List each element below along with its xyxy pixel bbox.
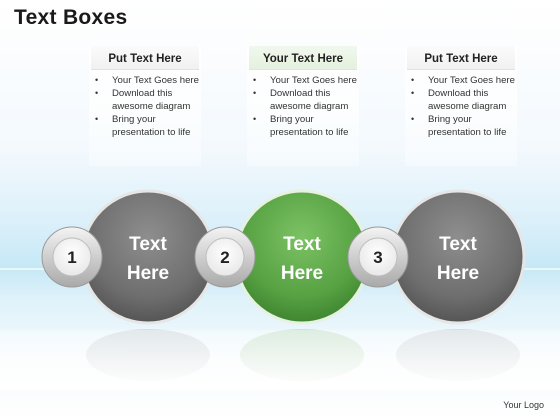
number-badge-2: 2 (194, 226, 256, 288)
bullet-item: •Your Text Goes here (95, 75, 199, 86)
bullet-icon: • (95, 114, 99, 124)
bullet-icon: • (253, 88, 257, 98)
circle-label-line2: Here (281, 263, 323, 284)
circle-label-line1: Text (439, 234, 477, 255)
text-box-2: Your Text Here •Your Text Goes here •Dow… (247, 46, 359, 166)
bullet-icon: • (253, 75, 257, 85)
step-number: 1 (67, 248, 76, 267)
bullet-item: •Bring your presentation to life (253, 114, 349, 138)
bullet-icon: • (95, 88, 99, 98)
reflection-fade (0, 330, 560, 390)
circle-label-line2: Here (127, 263, 169, 284)
text-box-3: Put Text Here •Your Text Goes here •Down… (405, 46, 517, 166)
text-box-heading: Put Text Here (91, 46, 199, 70)
page-title: Text Boxes (14, 6, 128, 29)
text-box-heading: Put Text Here (407, 46, 515, 70)
circle-label-line1: Text (283, 234, 321, 255)
bullet-icon: • (411, 114, 415, 124)
number-badge-1: 1 (41, 226, 103, 288)
bullet-icon: • (253, 114, 257, 124)
bullet-icon: • (411, 75, 415, 85)
bullet-item: •Download this awesome diagram (95, 88, 191, 112)
bullet-icon: • (411, 88, 415, 98)
bullet-item: •Download this awesome diagram (411, 88, 507, 112)
bullet-list: •Your Text Goes here •Download this awes… (405, 74, 517, 139)
circle-label-line2: Here (437, 263, 479, 284)
text-box-heading: Your Text Here (249, 46, 357, 70)
number-badge-3: 3 (347, 226, 409, 288)
bullet-item: •Bring your presentation to life (411, 114, 507, 138)
step-circle-3 (390, 189, 526, 325)
circle-label-line1: Text (129, 234, 167, 255)
text-box-1: Put Text Here •Your Text Goes here •Down… (89, 46, 201, 166)
bullet-list: •Your Text Goes here •Download this awes… (247, 74, 359, 139)
bullet-list: •Your Text Goes here •Download this awes… (89, 74, 201, 139)
bullet-item: •Your Text Goes here (411, 75, 515, 86)
bullet-item: •Bring your presentation to life (95, 114, 191, 138)
logo-text: Your Logo (503, 400, 544, 410)
bullet-icon: • (95, 75, 99, 85)
step-number: 2 (220, 248, 229, 267)
step-number: 3 (373, 248, 382, 267)
bullet-item: •Your Text Goes here (253, 75, 357, 86)
bullet-item: •Download this awesome diagram (253, 88, 349, 112)
